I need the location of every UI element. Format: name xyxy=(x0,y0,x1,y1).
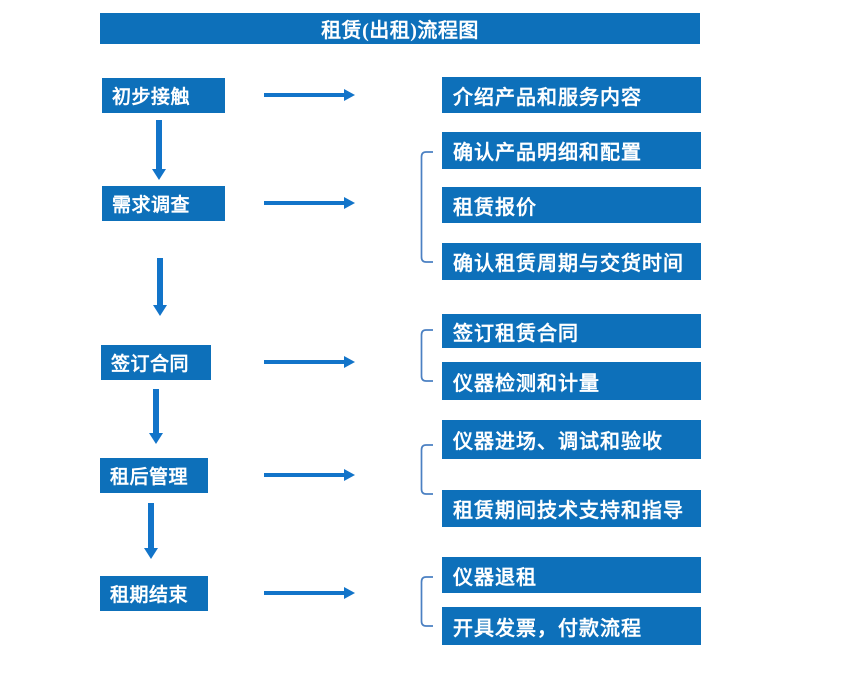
group-bracket-icon xyxy=(420,444,433,495)
flowchart-title-bar: 租赁(出租)流程图 xyxy=(100,13,700,44)
arrow-head xyxy=(344,469,355,481)
arrow-shaft xyxy=(264,93,345,97)
stage-rental-end: 租期结束 xyxy=(100,576,208,611)
arrow-right-icon xyxy=(264,587,355,600)
output-sign-rental-contract: 签订租赁合同 xyxy=(442,314,701,348)
arrow-shaft xyxy=(264,591,345,595)
arrow-down-icon xyxy=(144,503,159,559)
arrow-head xyxy=(344,356,355,368)
output-introduce-products-services: 介绍产品和服务内容 xyxy=(442,77,701,113)
arrow-head xyxy=(149,433,163,444)
output-instrument-testing-measurement: 仪器检测和计量 xyxy=(442,362,701,400)
arrow-right-icon xyxy=(264,197,355,210)
arrow-head xyxy=(144,548,158,559)
arrow-right-icon xyxy=(264,356,355,369)
arrow-right-icon xyxy=(264,469,355,482)
stage-initial-contact: 初步接触 xyxy=(102,78,225,113)
stage-sign-contract: 签订合同 xyxy=(101,345,211,380)
arrow-shaft xyxy=(264,201,345,205)
stage-demand-survey: 需求调查 xyxy=(102,186,225,221)
arrow-shaft xyxy=(264,360,345,364)
arrow-head xyxy=(153,305,167,316)
output-instrument-entry-debug-acceptance: 仪器进场、调试和验收 xyxy=(442,420,701,459)
arrow-down-icon xyxy=(149,389,164,444)
output-rental-technical-support: 租赁期间技术支持和指导 xyxy=(442,490,701,527)
group-bracket-icon xyxy=(420,329,433,382)
arrow-right-icon xyxy=(264,89,355,102)
arrow-shaft xyxy=(157,258,163,306)
flowchart-title: 租赁(出租)流程图 xyxy=(321,20,479,42)
arrow-down-icon xyxy=(153,258,168,316)
arrow-head xyxy=(344,89,355,101)
output-confirm-rental-period-delivery: 确认租赁周期与交货时间 xyxy=(442,243,701,280)
group-bracket-icon xyxy=(420,576,433,627)
stage-post-rental-management: 租后管理 xyxy=(100,458,208,493)
arrow-down-icon xyxy=(152,120,167,180)
arrow-head xyxy=(152,169,166,180)
arrow-shaft xyxy=(148,503,154,549)
arrow-head xyxy=(344,197,355,209)
arrow-shaft xyxy=(153,389,159,434)
output-rental-quotation: 租赁报价 xyxy=(442,187,701,223)
arrow-shaft xyxy=(264,473,345,477)
arrow-head xyxy=(344,587,355,599)
output-invoice-payment-process: 开具发票，付款流程 xyxy=(442,607,701,645)
arrow-shaft xyxy=(156,120,162,170)
output-instrument-return: 仪器退租 xyxy=(442,557,701,593)
output-confirm-product-details: 确认产品明细和配置 xyxy=(442,132,701,169)
group-bracket-icon xyxy=(420,151,433,263)
